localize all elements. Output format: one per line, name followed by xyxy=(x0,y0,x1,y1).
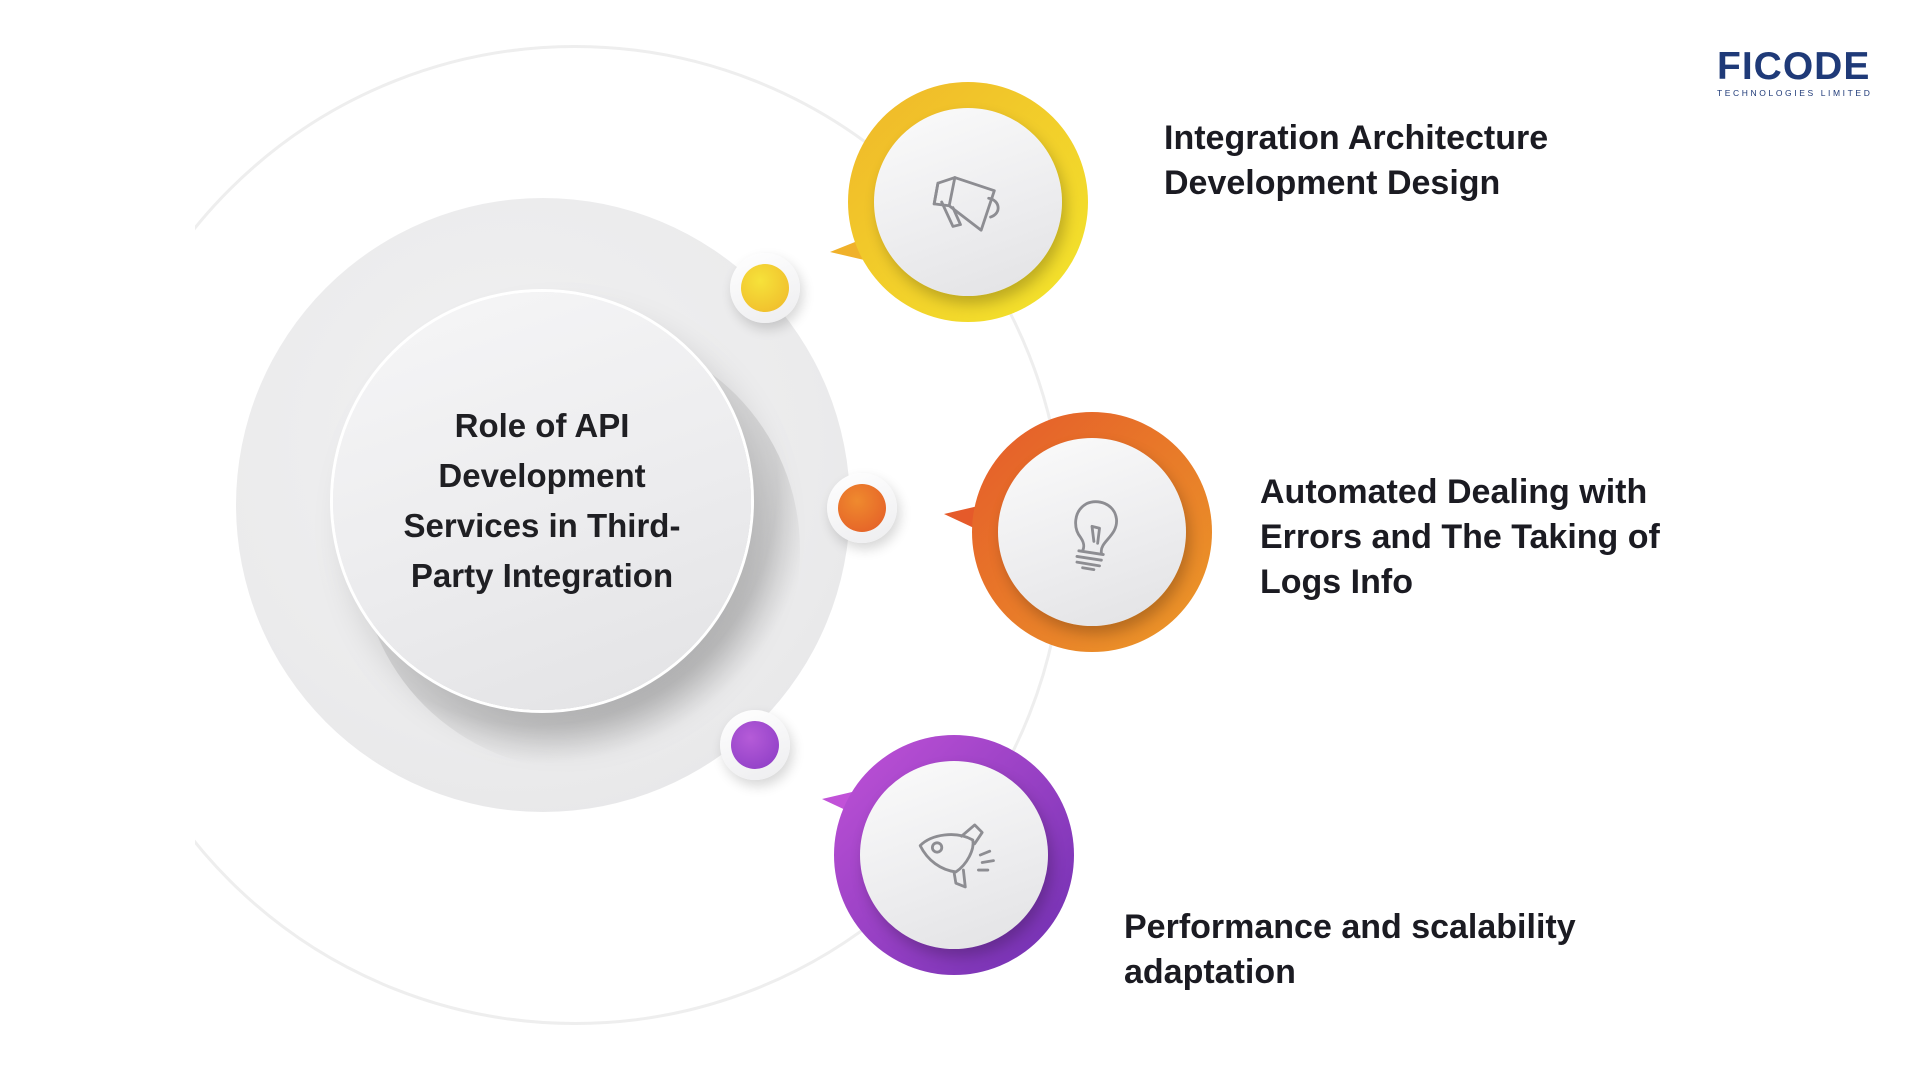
orbit-dot-1 xyxy=(730,253,800,323)
orbit-dot-2 xyxy=(827,473,897,543)
lightbulb-icon xyxy=(1074,500,1118,572)
badge-performance xyxy=(822,735,1074,975)
megaphone-icon xyxy=(932,176,1000,232)
orbit-dot-3 xyxy=(720,710,790,780)
center-title: Role of API Development Services in Thir… xyxy=(403,407,681,594)
center-circle: Role of API Development Services in Thir… xyxy=(333,292,751,710)
logo-wordmark: FICODE xyxy=(1717,45,1871,88)
badge-automated-errors xyxy=(944,412,1212,652)
left-margin xyxy=(0,0,195,1080)
badge-integration-architecture xyxy=(830,82,1088,322)
rocket-icon xyxy=(918,823,995,889)
label-performance: Performance and scalability adaptation xyxy=(1124,908,1576,991)
ficode-logo: FICODE TECHNOLOGIES LIMITED xyxy=(1717,45,1887,99)
label-automated-errors: Automated Dealing with Errors and The Ta… xyxy=(1260,473,1660,601)
label-integration-architecture: Integration Architecture Development Des… xyxy=(1164,119,1549,202)
logo-tagline: TECHNOLOGIES LIMITED xyxy=(1717,88,1873,98)
